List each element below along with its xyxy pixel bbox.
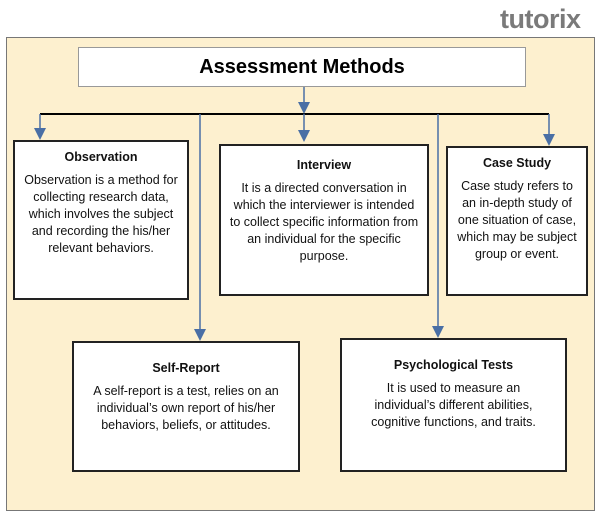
interview-text: It is a directed conversation in which t… bbox=[229, 181, 419, 263]
case-study-heading: Case Study bbox=[482, 156, 552, 170]
self-report-text: A self-report is a test, relies on an in… bbox=[93, 384, 279, 432]
self-report-heading: Self-Report bbox=[152, 361, 220, 375]
psych-tests-box: Psychological Tests It is used to measur… bbox=[340, 338, 567, 472]
psych-tests-heading: Psychological Tests bbox=[393, 358, 514, 372]
observation-heading: Observation bbox=[64, 150, 138, 164]
diagram-title: Assessment Methods bbox=[78, 47, 526, 87]
observation-text: Observation is a method for collecting r… bbox=[24, 173, 178, 255]
interview-box: Interview It is a directed conversation … bbox=[219, 144, 429, 296]
self-report-box: Self-Report A self-report is a test, rel… bbox=[72, 341, 300, 472]
interview-heading: Interview bbox=[296, 158, 352, 172]
psych-tests-text: It is used to measure an individual’s di… bbox=[371, 381, 536, 429]
tutorix-logo: tutorix bbox=[500, 4, 581, 34]
observation-box: Observation Observation is a method for … bbox=[13, 140, 189, 300]
case-study-text: Case study refers to an in-depth study o… bbox=[457, 179, 577, 261]
case-study-box: Case Study Case study refers to an in-de… bbox=[446, 146, 588, 296]
